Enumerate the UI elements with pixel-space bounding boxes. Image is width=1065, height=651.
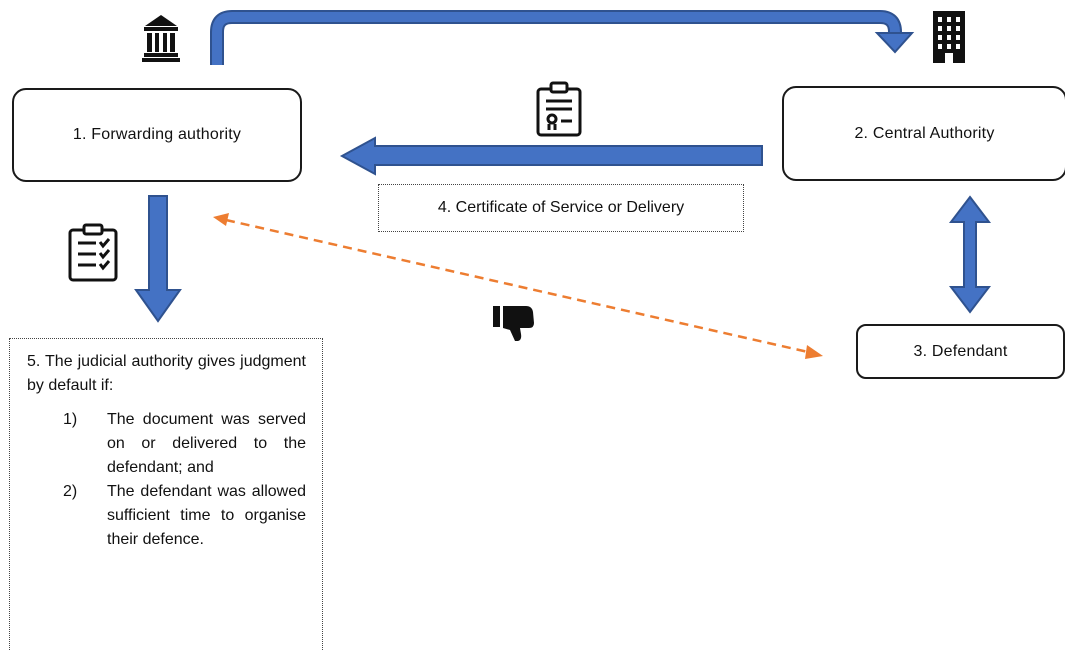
condition-number: 2) [63,483,78,500]
dashed-orange-arrow [213,213,823,359]
central-authority-node: 2. Central Authority [782,86,1065,181]
certificate-label-box: 4. Certificate of Service or Delivery [378,184,744,232]
defendant-label: 3. Defendant [913,342,1008,360]
judgment-intro: 5. The judicial authority gives judgment… [27,353,306,394]
bank-icon [142,15,180,62]
central-authority-label: 2. Central Authority [854,124,995,142]
forwarding-authority-node: 1. Forwarding authority [12,88,302,182]
office-building-icon [933,11,965,63]
down-arrow [134,195,182,323]
condition-text: The document was served on or delivered … [107,411,306,476]
judgment-box: 5. The judicial authority gives judgment… [9,338,323,651]
forwarding-authority-label: 1. Forwarding authority [72,126,242,143]
thumbs-down-icon [493,306,534,341]
certificate-label: 4. Certificate of Service or Delivery [437,199,685,216]
certificate-icon [536,81,582,137]
certificate-return-arrow [339,136,763,176]
condition-text: The defendant was allowed sufficient tim… [107,483,306,548]
checklist-clipboard-icon [68,223,118,282]
double-vertical-arrow [948,195,992,314]
defendant-node: 3. Defendant [856,324,1065,379]
top-curved-arrow [210,10,915,65]
condition-number: 1) [63,411,78,428]
condition-item: 1) The document was served on or deliver… [63,408,306,480]
condition-item: 2) The defendant was allowed sufficient … [63,480,306,552]
